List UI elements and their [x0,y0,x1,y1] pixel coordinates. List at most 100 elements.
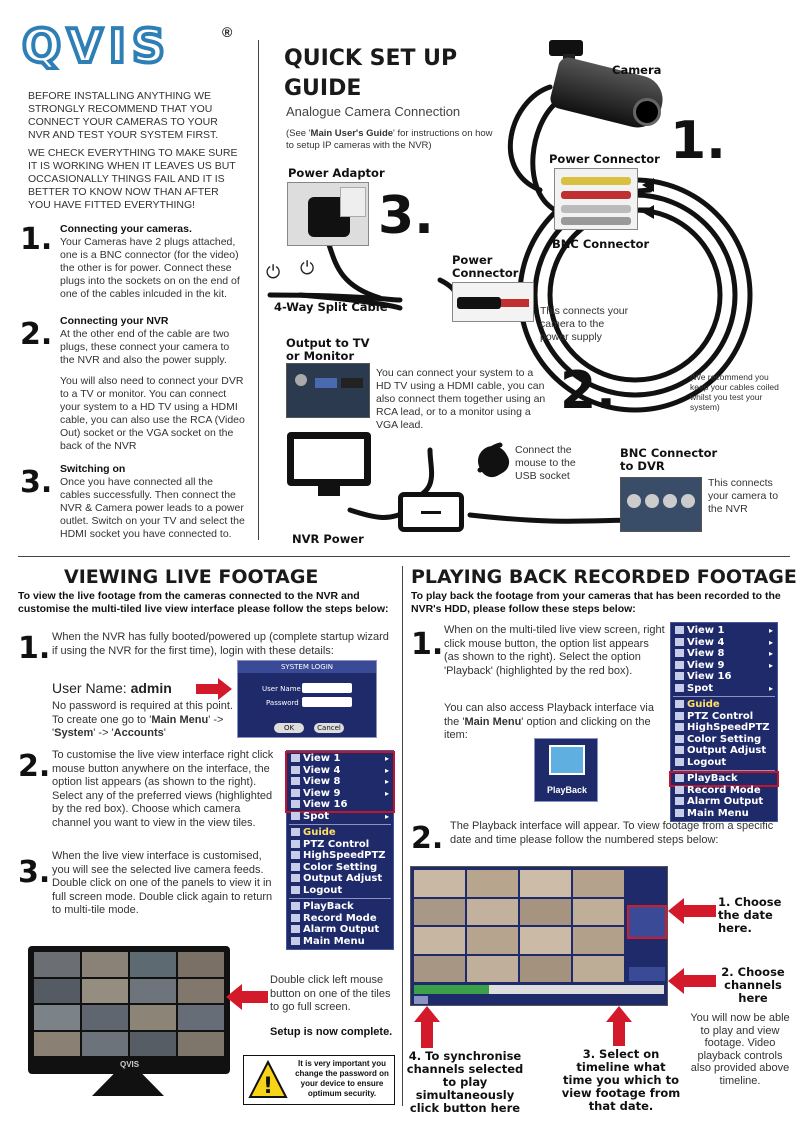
view-step-1: When the NVR has fully booted/powered up… [52,631,389,657]
left-step-1: Connecting your cameras. Your Cameras ha… [60,223,245,301]
nopass-accounts: Accounts [113,727,164,739]
menu-playback[interactable]: PlayBack [287,901,393,913]
menu-logout[interactable]: Logout [287,885,393,897]
pb-menu-main-menu[interactable]: Main Menu [671,808,777,820]
pb-menu-view-4[interactable]: View 4▸ [671,637,777,649]
nopass-system: System [54,727,94,739]
left-step-2-body: At the other end of the cable are two pl… [60,328,230,366]
channel-panel[interactable] [629,967,665,981]
camera-label: Camera [612,63,662,77]
monitor-stand [318,486,340,496]
playback-menu-icon[interactable]: PlayBack [534,738,598,802]
pb-menu-view-16[interactable]: View 16 [671,671,777,683]
callout-choose-date: 1. Choose the date here. [718,895,782,935]
nopass-main-menu: Main Menu [151,713,209,726]
nvr-box-icon [398,492,464,532]
play-step-1: When on the multi-tiled live view screen… [444,624,665,677]
view-step-3: When the live view interface is customis… [52,850,273,916]
menu-color-setting[interactable]: Color Setting [287,862,393,874]
timeline-bar[interactable] [414,985,664,994]
pb-menu-playback[interactable]: PlayBack [669,771,779,787]
pb-menu-logout[interactable]: Logout [671,757,777,769]
nvr-power-label: NVR Power [292,532,364,546]
playback-title: PLAYING BACK RECORDED FOOTAGE [411,566,797,588]
playback-intro: To play back the footage from your camer… [411,590,781,615]
coiled-note: (We recommend you keep your cables coile… [690,372,779,412]
menu-spot[interactable]: Spot▸ [287,811,393,823]
left-step-3-body: Once you have connected all the cables s… [60,476,245,540]
guide-note-pre: (See ' [286,128,311,139]
nopass-pre: No password is required at this point. T… [52,700,233,726]
menu-record-mode[interactable]: Record Mode [287,913,393,925]
mouse-text: Connect the mouse to the USB socket [515,444,576,482]
registered-mark: ® [222,24,233,40]
plug-icon-2: ⏻ [300,258,315,278]
menu-alarm-output[interactable]: Alarm Output [287,924,393,936]
split-cable-label: 4-Way Split Cable [274,300,388,314]
username-line: User Name: admin [52,680,172,696]
callout-view-footage: You will now be able to play and view fo… [690,1012,790,1087]
output-tv-label: Output to TV or Monitor [286,336,370,363]
play-step-1b-pre: You can also access Playback interface v… [444,702,654,728]
login-pass-field[interactable] [302,697,352,707]
timeline-arrow [606,1006,632,1046]
pb-menu-record-mode[interactable]: Record Mode [671,785,777,797]
pb-menu-alarm-output[interactable]: Alarm Output [671,796,777,808]
menu-main-menu[interactable]: Main Menu [287,936,393,948]
callout-choose-channels: 2. Choose channels here [721,965,785,1005]
menu-view-9[interactable]: View 9▸ [287,788,393,800]
pb-menu-ptz-control[interactable]: PTZ Control [671,711,777,723]
left-step-3: Switching on Once you have connected all… [60,463,245,541]
sync-button[interactable] [414,996,428,1004]
menu-ptz-control[interactable]: PTZ Control [287,839,393,851]
pb-menu-guide[interactable]: Guide [671,699,777,711]
svg-text:!: ! [263,1074,273,1099]
warning-box: ! It is very important you change the pa… [243,1055,395,1105]
menu-view-4[interactable]: View 4▸ [287,765,393,777]
login-ok-button[interactable]: OK [274,723,304,733]
login-dialog: SYSTEM LOGIN User Name Password OK Cance… [237,660,377,738]
guide-note-bold: Main User's Guide [310,128,394,139]
left-step-2-number: 2. [20,317,53,352]
left-step-2-body-2: You will also need to connect your DVR t… [60,375,245,452]
calendar-panel[interactable] [627,905,667,939]
pb-menu-view-9[interactable]: View 9▸ [671,660,777,672]
pb-menu-view-1[interactable]: View 1▸ [671,625,777,637]
play-step-1b-post: ' option and clicking on the item: [444,715,651,742]
playback-tiles[interactable] [414,870,624,982]
intro-para-1: BEFORE INSTALLING ANYTHING WE STRONGLY R… [28,90,219,141]
intro-para-2: WE CHECK EVERYTHING TO MAKE SURE IT IS W… [28,147,238,211]
svg-text:QVIS: QVIS [22,20,171,70]
live-monitor: QVIS [28,946,230,1074]
play-step-1b-bold: Main Menu [464,715,522,728]
double-click-text: Double click left mouse button on one of… [270,974,391,1013]
sync-arrow [414,1006,440,1048]
guide-title-2: GUIDE [284,76,362,101]
menu-view-8[interactable]: View 8▸ [287,776,393,788]
channels-arrow [668,968,716,994]
pb-menu-view-8[interactable]: View 8▸ [671,648,777,660]
monitor-icon [287,432,371,486]
horizontal-divider [18,556,790,557]
pb-menu-output-adjust[interactable]: Output Adjust [671,745,777,757]
power-connector-label: Power Connector [549,152,660,166]
pb-menu-highspeed-ptz[interactable]: HighSpeedPTZ [671,722,777,734]
nopass-mid2: ' -> ' [93,727,114,739]
menu-highspeed-ptz[interactable]: HighSpeedPTZ [287,850,393,862]
menu-guide[interactable]: Guide [287,827,393,839]
live-tiles[interactable] [34,952,224,1056]
bnc-dvr-photo [620,477,702,532]
menu-output-adjust[interactable]: Output Adjust [287,873,393,885]
login-user-field[interactable] [302,683,352,693]
pb-menu-spot[interactable]: Spot▸ [671,683,777,695]
viewing-title: VIEWING LIVE FOOTAGE [64,566,319,588]
date-arrow [668,898,716,924]
guide-note-post: ' for instructions on how to setup IP ca… [286,128,493,151]
camera-image [545,40,668,133]
menu-view-1[interactable]: View 1▸ [287,753,393,765]
menu-view-16[interactable]: View 16 [287,799,393,811]
pb-menu-color-setting[interactable]: Color Setting [671,734,777,746]
username-value: admin [130,680,172,696]
login-cancel-button[interactable]: Cancel [314,723,344,733]
left-step-2: Connecting your NVR At the other end of … [60,315,245,453]
